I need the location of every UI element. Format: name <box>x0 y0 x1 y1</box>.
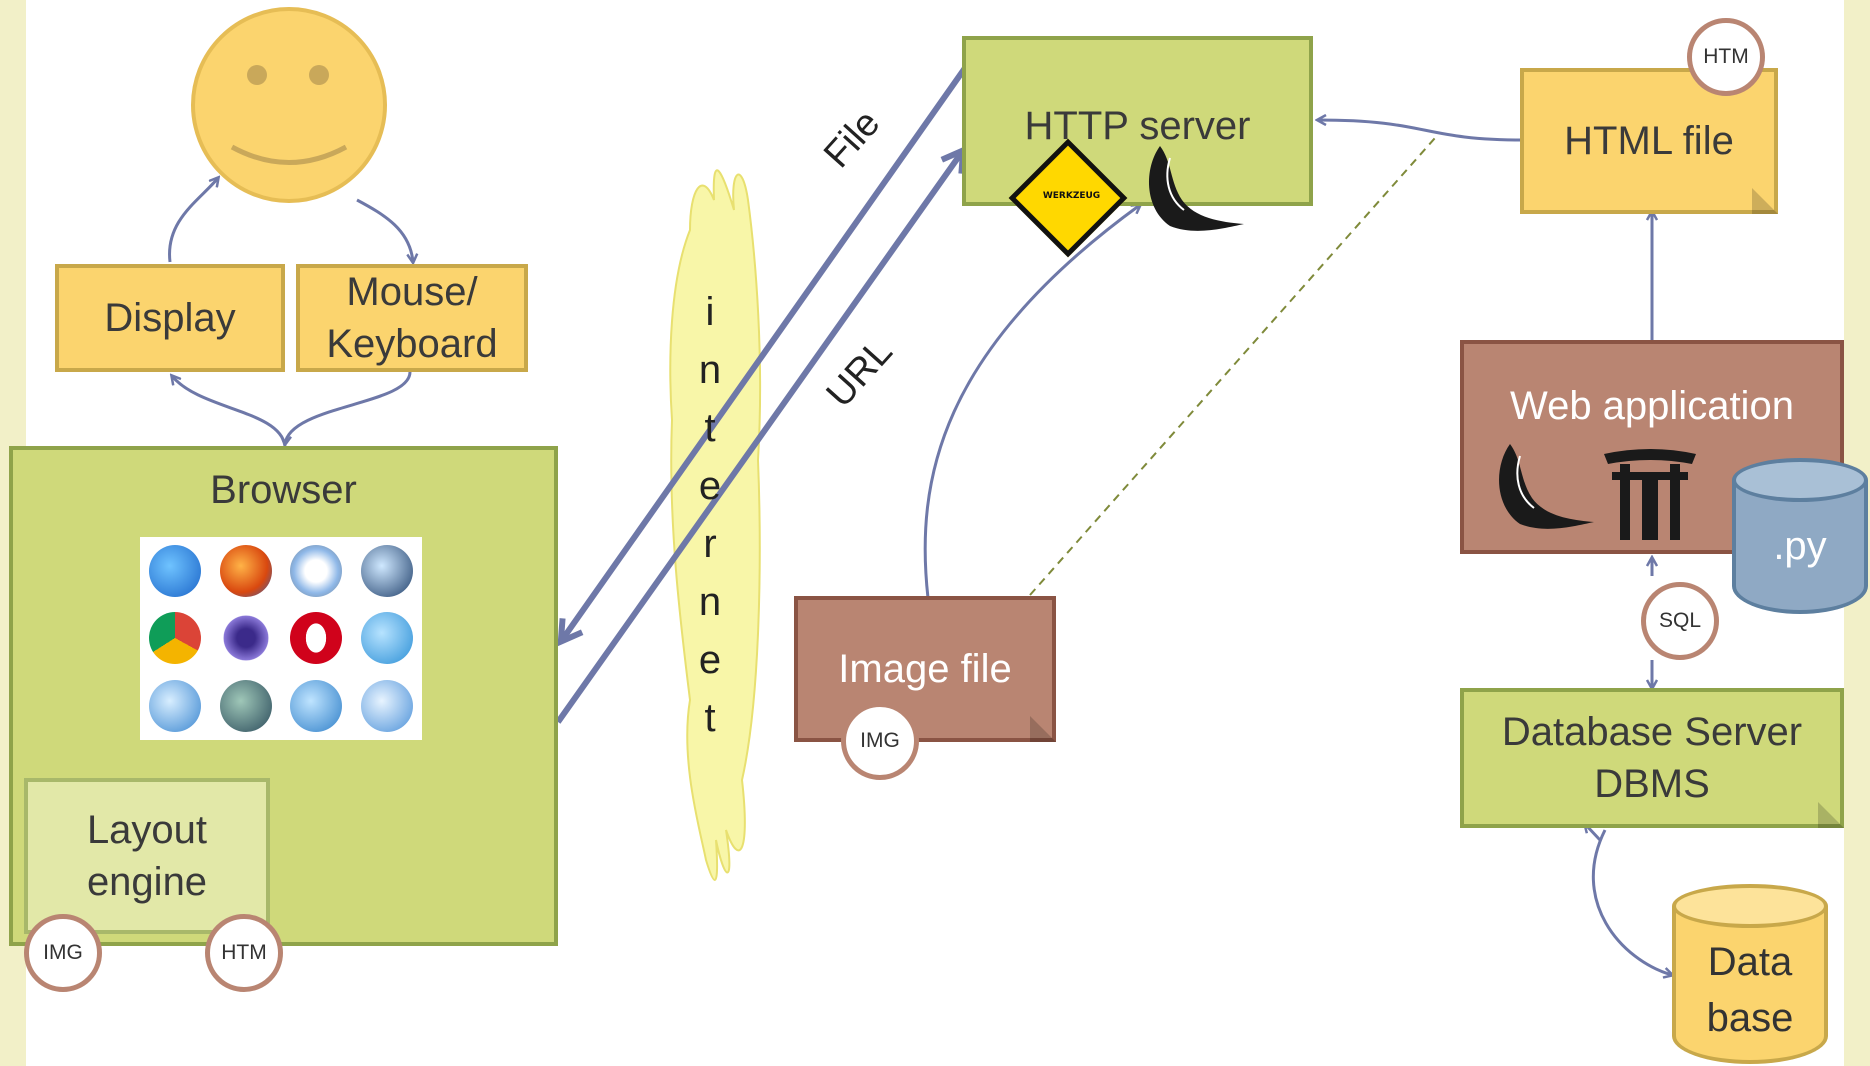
browser-to-display-arrow <box>172 376 287 447</box>
database-cylinder-top <box>1672 884 1828 928</box>
werkzeug-logo-text: WERKZEUG <box>1042 190 1101 201</box>
internet-letter: e <box>698 464 722 508</box>
image-file-label: Image file <box>838 647 1012 691</box>
image-file-to-server-arrow <box>923 205 1140 599</box>
engine-label: engine <box>86 860 208 904</box>
py-label: .py <box>1773 524 1827 568</box>
flock-icon <box>360 612 413 665</box>
browser-label: Browser <box>210 468 357 512</box>
py-cylinder-top <box>1732 458 1868 502</box>
netscape-icon <box>360 544 413 597</box>
url-request-arrow <box>555 145 967 724</box>
web-application-label: Web application <box>1510 384 1794 428</box>
seamonkey-icon <box>219 612 272 665</box>
internet-cloud <box>669 169 762 881</box>
database-server-box: Database Server DBMS <box>1460 688 1844 828</box>
dbms-to-database-arrow <box>1592 829 1672 975</box>
mouse-keyboard-box: Mouse/ Keyboard <box>296 264 528 372</box>
ie-icon <box>149 544 202 597</box>
sql-badge: SQL <box>1641 582 1719 660</box>
database-label-line2: base <box>1706 996 1794 1040</box>
internet-letter: t <box>704 406 716 450</box>
chrome-icon <box>149 612 202 665</box>
safari-icon <box>290 544 343 597</box>
html-file-label: HTML file <box>1564 119 1734 163</box>
firefox-icon <box>219 544 272 597</box>
layout-engine-box: Layout engine <box>24 778 270 934</box>
camino-icon <box>360 680 413 733</box>
internet-letter: i <box>705 290 715 334</box>
internet-letter: n <box>698 348 722 392</box>
display-label: Display <box>104 296 236 340</box>
internet-letter: r <box>703 522 717 566</box>
img-badge-layout: IMG <box>24 914 102 992</box>
image-file-box: Image file <box>794 596 1056 742</box>
img-badge-image-file: IMG <box>841 702 919 780</box>
torii-gate-icon <box>1604 449 1696 540</box>
layout-label: Layout <box>86 808 208 852</box>
htm-badge-top: HTM <box>1687 18 1765 96</box>
internet-letter: t <box>704 696 716 740</box>
file-response-arrow <box>557 66 968 647</box>
py-cylinder: .py <box>1732 458 1868 614</box>
internet-letter: e <box>698 638 722 682</box>
flask-logo-icon <box>1149 146 1244 231</box>
user-to-mouse-arrow <box>356 198 413 262</box>
html-file-to-server-arrow <box>1318 120 1525 142</box>
browser-icons-grid <box>140 537 422 740</box>
kmeleon-icon <box>219 680 272 733</box>
display-to-user-arrow <box>168 178 218 263</box>
konqueror-icon <box>149 680 202 733</box>
maxthon-icon <box>290 680 343 733</box>
http-server-label: HTTP server <box>1024 104 1251 148</box>
mouse-to-browser-arrow <box>285 371 412 444</box>
keyboard-label: Keyboard <box>326 322 498 366</box>
dashed-connector <box>1029 137 1436 596</box>
mouse-label: Mouse/ <box>346 270 478 314</box>
opera-icon <box>290 612 343 665</box>
database-cylinder-body <box>1672 906 1828 1064</box>
display-box: Display <box>55 264 285 372</box>
htm-badge-layout: HTM <box>205 914 283 992</box>
internet-letter: n <box>698 580 722 624</box>
dbms-label: DBMS <box>1594 762 1710 806</box>
user-smiley-icon <box>191 7 387 203</box>
database-label-line1: Data <box>1707 940 1793 984</box>
py-cylinder-body <box>1732 480 1868 614</box>
database-cylinder: Data base <box>1672 884 1828 1064</box>
database-server-label: Database Server <box>1501 710 1803 754</box>
http-server-box: HTTP server <box>962 36 1313 206</box>
flask-logo-webapp-icon <box>1499 444 1594 529</box>
